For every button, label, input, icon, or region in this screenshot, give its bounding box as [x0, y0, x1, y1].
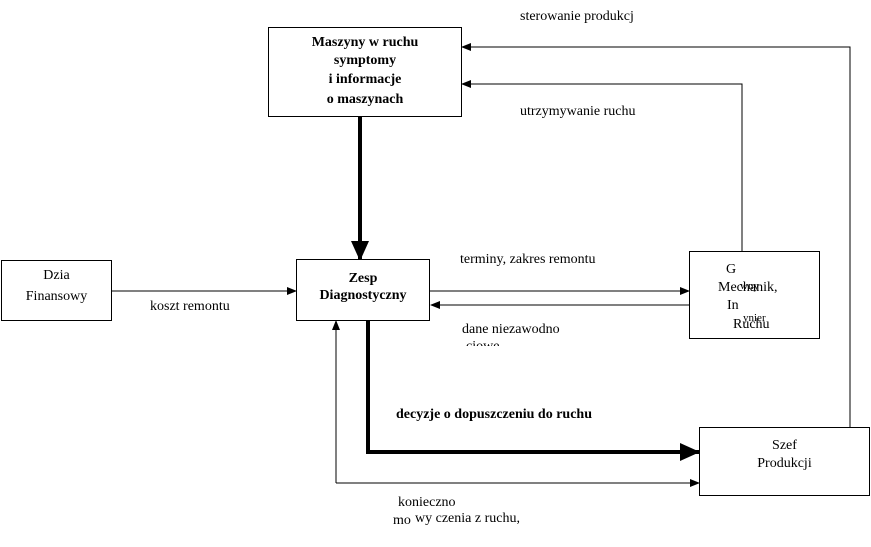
production-line-1: Szef: [772, 438, 797, 453]
label-production-control: sterowanie produkcj: [520, 9, 634, 24]
diagnostic-line-2: Diagnostyczny: [319, 288, 407, 303]
production-chief-box: Szef Produkcji: [699, 427, 870, 496]
mechanic-line-2: Mechanik,: [718, 280, 778, 295]
mechanic-box: G Mechanik, wny In ynier Ruchu: [689, 251, 820, 339]
production-line-2: Produkcji: [757, 456, 812, 471]
machines-line-1: Maszyny w ruchu: [311, 35, 419, 50]
finance-line-1: Dzia: [43, 268, 70, 283]
machines-box: Maszyny w ruchu symptomy i informacje o …: [268, 27, 462, 117]
label-reliability-1: dane niezawodno: [462, 322, 560, 337]
diagnostic-line-1: Zesp: [348, 271, 378, 286]
arrow-maintenance: [461, 80, 743, 251]
label-necessity-1: konieczno: [398, 495, 456, 510]
label-reliability-2-clip: ciowe: [462, 338, 552, 346]
mechanic-line-4: Ruchu: [733, 317, 770, 332]
mechanic-line-3: In: [727, 298, 739, 313]
label-admission-decisions: decyzje o dopuszczeniu do ruchu: [396, 407, 592, 422]
mechanic-line-1: G: [726, 262, 737, 277]
finance-box: Dzia Finansowy: [1, 260, 112, 321]
mechanic-overlap-2: ynier: [743, 312, 766, 324]
machines-line-3: i informacje: [328, 72, 402, 87]
mechanic-overlap-1: wny: [740, 280, 759, 292]
machines-line-4: o maszynach: [326, 92, 404, 107]
label-necessity-2a: mo: [393, 513, 411, 528]
arrow-production-control: [461, 43, 851, 427]
arrow-admission-decisions: [366, 321, 700, 461]
label-reliability-2: ciowe: [466, 338, 499, 346]
label-maintenance: utrzymywanie ruchu: [520, 104, 636, 119]
finance-line-2: Finansowy: [25, 289, 88, 304]
machines-line-2: symptomy: [333, 53, 397, 68]
label-repair-terms: terminy, zakres remontu: [460, 252, 596, 267]
label-repair-cost: koszt remontu: [150, 299, 230, 314]
diagnostic-team-box: Zesp Diagnostyczny: [296, 259, 430, 321]
label-necessity-2b: wy czenia z ruchu,: [415, 511, 520, 526]
